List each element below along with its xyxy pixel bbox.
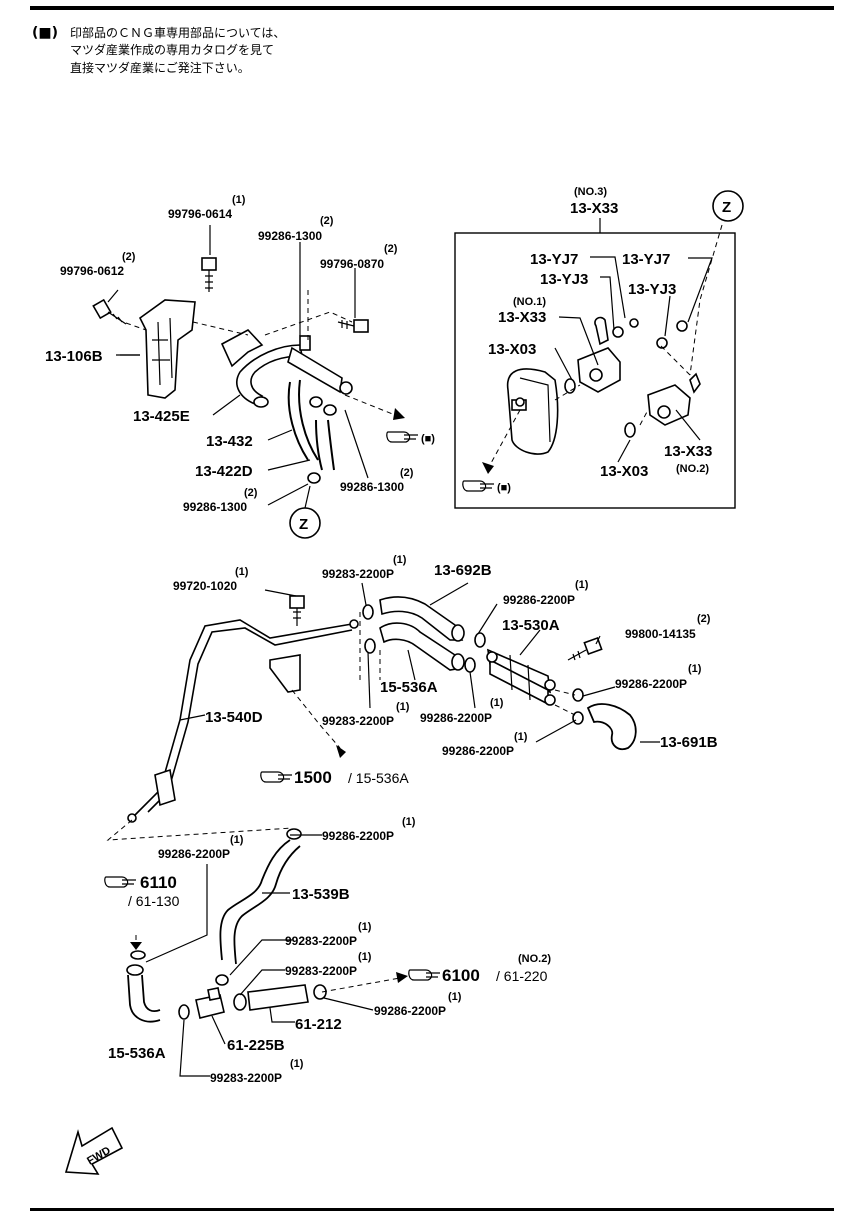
label-13-540D: 13-540D: [205, 709, 263, 726]
qty-99286-1300-a: (2): [320, 215, 334, 227]
label-13-YJ3-b: 13-YJ3: [628, 281, 676, 298]
qty-99286-2200P-g: (1): [448, 991, 462, 1003]
ref-6110-number: 6110: [140, 873, 177, 892]
label-13-106B: 13-106B: [45, 348, 103, 365]
label-99286-1300-c: 99286-1300: [340, 480, 404, 494]
label-13-YJ7-a: 13-YJ7: [530, 251, 578, 268]
label-99796-0870: 99796-0870: [320, 257, 384, 271]
label-13-YJ7-b: 13-YJ7: [622, 251, 670, 268]
ref-cng-box-label: (■): [497, 482, 511, 494]
label-99286-2200P-a: 99286-2200P: [503, 593, 575, 607]
qty-99283-2200P-b: (1): [396, 701, 410, 713]
label-99283-2200P-c: 99283-2200P: [285, 934, 357, 948]
qty-99286-1300-c: (2): [400, 467, 414, 479]
ref-6110-sub: / 61-130: [128, 893, 180, 909]
qty-99283-2200P-d: (1): [358, 951, 372, 963]
label-99286-2200P-d: 99286-2200P: [442, 744, 514, 758]
label-13-422D: 13-422D: [195, 463, 253, 480]
qty-99796-0612: (2): [122, 251, 136, 263]
ref-6100-number: 6100: [442, 966, 480, 985]
ref-1500-sub: / 15-536A: [348, 770, 409, 786]
label-99286-1300-a: 99286-1300: [258, 229, 322, 243]
section-bottom-hoses: (1) 99286-2200P (1) 99286-2200P 13-539B …: [108, 816, 462, 1085]
qty-99283-2200P-a: (1): [393, 554, 407, 566]
ref-1500-number: 1500: [294, 768, 332, 787]
note-marker: (■): [32, 25, 58, 41]
note-line-2: マツダ産業作成の専用カタログを見て: [70, 42, 274, 57]
fwd-arrow-icon: FWD: [64, 1126, 124, 1175]
ref-6100-qualifier: (NO.2): [518, 953, 551, 965]
label-61-212: 61-212: [295, 1016, 342, 1033]
qty-no2: (NO.2): [676, 463, 709, 475]
ref-cng-top: (■): [386, 431, 435, 445]
pointing-hand-icon: [260, 771, 292, 783]
note-line-1: 印部品のＣＮＧ車専用部品については、: [70, 25, 285, 40]
qty-no3: (NO.3): [574, 186, 607, 198]
qty-99286-2200P-c: (1): [490, 697, 504, 709]
section-fuel-bracket-labels: (1) 99796-0614 (2) 99796-0612 (2) 99286-…: [45, 194, 414, 533]
ref-6100-sub: / 61-220: [496, 968, 548, 984]
label-15-536A-a: 15-536A: [380, 679, 438, 696]
label-13-425E: 13-425E: [133, 408, 190, 425]
qty-99286-2200P-b: (1): [688, 663, 702, 675]
label-99286-2200P-b: 99286-2200P: [615, 677, 687, 691]
section-regulator-box: (NO.3) 13-X33 Z: [454, 186, 744, 509]
zone-z-label-top: Z: [722, 199, 731, 216]
label-99720-1020: 99720-1020: [173, 579, 237, 593]
label-99286-2200P-c: 99286-2200P: [420, 711, 492, 725]
qty-99286-2200P-e: (1): [402, 816, 416, 828]
label-61-225B: 61-225B: [227, 1037, 285, 1054]
label-15-536A-b: 15-536A: [108, 1045, 166, 1062]
pointing-hand-icon: [386, 431, 418, 443]
label-13-691B: 13-691B: [660, 734, 718, 751]
qty-99286-2200P-f: (1): [230, 834, 244, 846]
label-99286-2200P-g: 99286-2200P: [374, 1004, 446, 1018]
pointing-hand-icon: [408, 969, 440, 981]
label-13-X33-no2: 13-X33: [664, 443, 712, 460]
qty-99283-2200P-c: (1): [358, 921, 372, 933]
label-13-X03-b: 13-X03: [600, 463, 648, 480]
bottom-border: [30, 1208, 834, 1211]
label-13-X03-a: 13-X03: [488, 341, 536, 358]
section-fuel-bracket: [92, 225, 405, 539]
label-99286-2200P-e: 99286-2200P: [322, 829, 394, 843]
qty-99800-14135: (2): [697, 613, 711, 625]
pointing-hand-icon: [462, 480, 494, 492]
label-13-X33-no3: 13-X33: [570, 200, 618, 217]
label-99286-2200P-f: 99286-2200P: [158, 847, 230, 861]
label-13-X33-no1: 13-X33: [498, 309, 546, 326]
label-13-YJ3-a: 13-YJ3: [540, 271, 588, 288]
qty-99286-2200P-a: (1): [575, 579, 589, 591]
cng-note: (■) 印部品のＣＮＧ車専用部品については、 マツダ産業作成の専用カタログを見て…: [32, 25, 285, 75]
label-99283-2200P-e: 99283-2200P: [210, 1071, 282, 1085]
label-99286-1300-b: 99286-1300: [183, 500, 247, 514]
label-99796-0612: 99796-0612: [60, 264, 124, 278]
label-13-432: 13-432: [206, 433, 253, 450]
section-heater-hoses: (1) 99720-1020 (1) 99283-2200P 13-692B (…: [106, 554, 718, 841]
ref-6110: 6110 / 61-130: [104, 873, 180, 909]
qty-no1: (NO.1): [513, 296, 546, 308]
label-99283-2200P-a: 99283-2200P: [322, 567, 394, 581]
label-99796-0614: 99796-0614: [168, 207, 232, 221]
qty-99720-1020: (1): [235, 566, 249, 578]
label-13-539B: 13-539B: [292, 886, 350, 903]
label-99800-14135: 99800-14135: [625, 627, 696, 641]
label-99283-2200P-d: 99283-2200P: [285, 964, 357, 978]
zone-z-label-bottom: Z: [299, 516, 308, 533]
note-line-3: 直接マツダ産業にご発注下さい。: [70, 60, 250, 75]
ref-1500: 1500 / 15-536A: [260, 768, 409, 787]
qty-99283-2200P-e: (1): [290, 1058, 304, 1070]
qty-99286-2200P-d: (1): [514, 731, 528, 743]
ref-cng-top-label: (■): [421, 433, 435, 445]
label-99283-2200P-b: 99283-2200P: [322, 714, 394, 728]
qty-99286-1300-b: (2): [244, 487, 258, 499]
qty-99796-0614: (1): [232, 194, 246, 206]
qty-99796-0870: (2): [384, 243, 398, 255]
label-13-530A: 13-530A: [502, 617, 560, 634]
label-13-692B: 13-692B: [434, 562, 492, 579]
pointing-hand-icon: [104, 876, 136, 888]
top-border: [30, 6, 834, 10]
ref-6100: (NO.2) 6100 / 61-220: [408, 953, 551, 985]
